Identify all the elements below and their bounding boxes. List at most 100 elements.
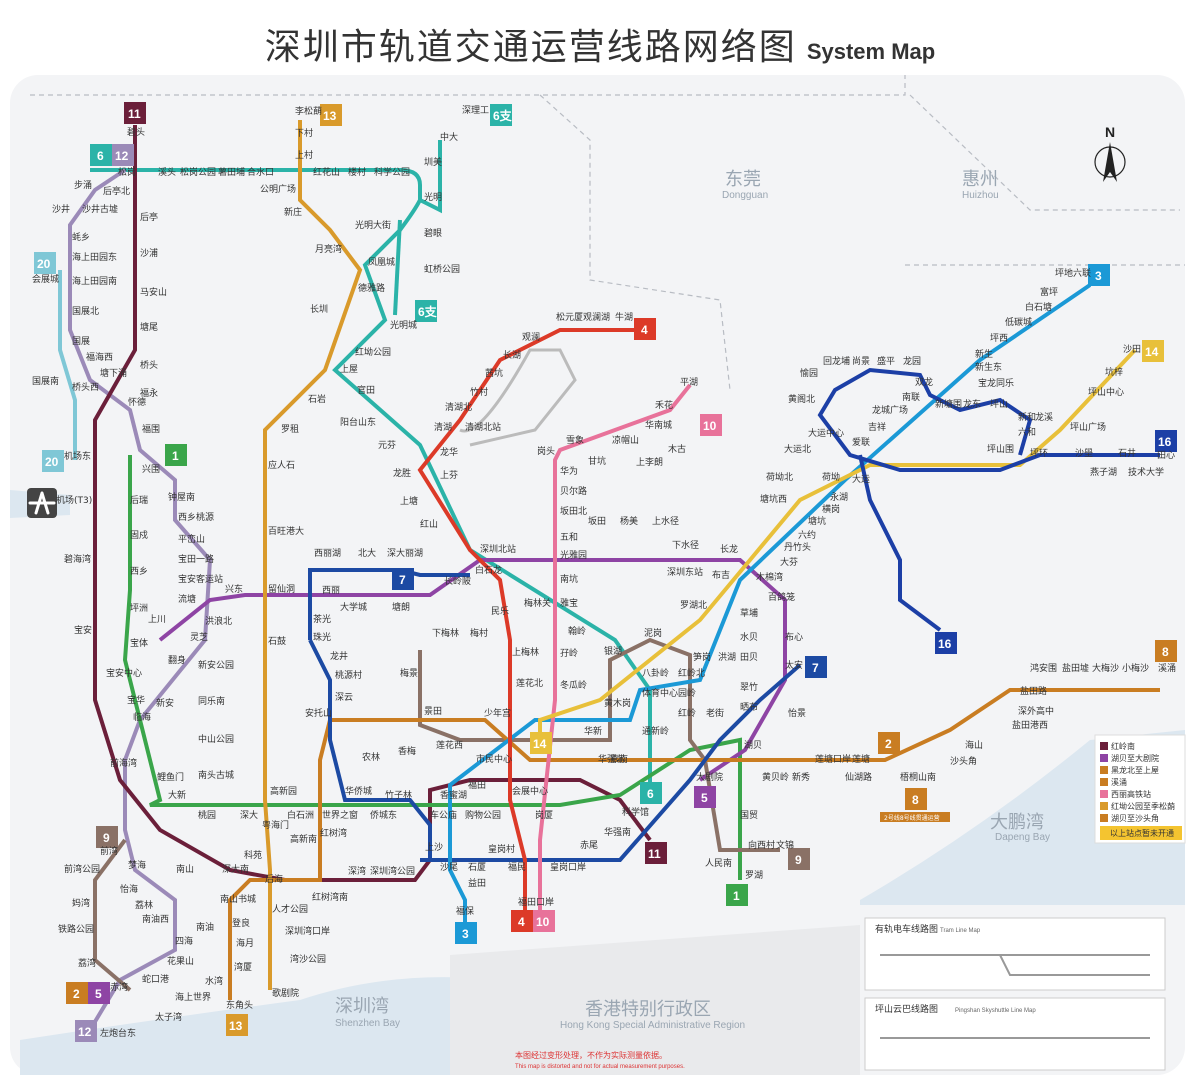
badge-line-8[interactable]: 8 <box>1155 640 1177 662</box>
badge-line-20[interactable]: 20 <box>34 252 56 274</box>
station-label: 坪环 <box>1030 448 1048 459</box>
station-label: 上沙 <box>425 842 443 853</box>
badge-line-6[interactable]: 6 <box>90 144 112 166</box>
station-label: 固戍 <box>130 529 148 541</box>
station-label: 莲花北 <box>516 677 543 689</box>
badge-line-14[interactable]: 14 <box>1142 340 1164 362</box>
station-label: 机场东 <box>64 450 91 462</box>
station-label: 禾花 <box>655 399 673 411</box>
badge-line-6-south[interactable]: 6 <box>640 782 662 804</box>
city-border <box>30 75 1185 266</box>
station-label: 侨城东 <box>370 809 397 821</box>
station-label: 东角头 <box>226 999 253 1011</box>
badge-line-2[interactable]: 2 <box>878 732 900 754</box>
badge-line-10[interactable]: 10 <box>700 414 722 436</box>
station-label: 沙浦 <box>140 247 158 259</box>
station-label: 深圳湾口岸 <box>285 925 330 937</box>
station-label: 马安山 <box>140 286 167 298</box>
badge-line-11-south[interactable]: 11 <box>645 842 667 864</box>
badge-line-5[interactable]: 5 <box>694 786 716 808</box>
badge-line-6b-south[interactable]: 6支 <box>415 300 438 322</box>
station-label: 仙湖路 <box>845 771 872 783</box>
station-label: 洪湖 <box>718 651 736 663</box>
badge-line-3-south[interactable]: 3 <box>455 922 477 944</box>
badge-line-1[interactable]: 1 <box>165 444 187 466</box>
region-huizhou-en: Huizhou <box>962 190 999 201</box>
station-label: 科学馆 <box>622 806 649 818</box>
station-label: 塘坑 <box>808 515 826 527</box>
badge-line-9-west[interactable]: 9 <box>96 826 118 848</box>
station-label: 龙胜 <box>393 467 411 479</box>
station-label: 龙城广场 <box>872 404 908 416</box>
badge-line-13[interactable]: 13 <box>320 104 342 126</box>
badge-line-9[interactable]: 9 <box>788 848 810 870</box>
station-label: 白石洲 <box>287 809 314 821</box>
line-16-track <box>817 367 1160 632</box>
station-label: 深湾 <box>348 865 366 877</box>
badge-line-12[interactable]: 12 <box>112 144 134 166</box>
station-label: 红坳公园 <box>355 346 391 358</box>
badge-line-5-west[interactable]: 5 <box>88 982 110 1004</box>
station-label: 会展城 <box>32 273 59 285</box>
station-label: 溪头 <box>158 166 176 178</box>
station-label: 新安公园 <box>198 659 234 671</box>
badge-line-12-south[interactable]: 12 <box>75 1020 97 1042</box>
badge-line-4-south[interactable]: 4 <box>511 910 533 932</box>
station-label: 华强北 <box>598 753 625 765</box>
badge-line-4[interactable]: 4 <box>634 318 656 340</box>
station-label: 石井 <box>1118 447 1136 459</box>
station-label: 福保 <box>456 905 474 917</box>
station-label: 碧头 <box>127 126 145 138</box>
station-label: 八卦岭 <box>642 667 669 679</box>
badge-line-3[interactable]: 3 <box>1088 264 1110 286</box>
station-label: 上水径 <box>652 515 679 527</box>
badge-line-7-east[interactable]: 7 <box>805 656 827 678</box>
station-label: 宝龙同乐 <box>978 377 1014 389</box>
station-label: 坂田 <box>588 516 606 527</box>
line-12-track <box>68 168 213 1032</box>
station-label: 福海西 <box>86 351 113 363</box>
badge-line-11[interactable]: 11 <box>124 102 146 124</box>
line-2-8-track <box>228 688 1160 1000</box>
station-label: 深云 <box>335 692 353 703</box>
badge-line-7[interactable]: 7 <box>392 568 414 590</box>
station-label: 景田 <box>424 706 442 717</box>
station-label: 华新 <box>584 725 602 737</box>
line-6-spur <box>393 219 402 316</box>
station-label: 观澜 <box>522 332 540 343</box>
badge-line-14b[interactable]: 14 <box>530 732 552 754</box>
station-label: 老街 <box>706 707 724 719</box>
badge-line-8b[interactable]: 8 <box>905 788 927 810</box>
station-label: 田心 <box>1157 450 1175 461</box>
station-label: 公明广场 <box>260 183 296 195</box>
station-label: 华侨城 <box>345 785 372 797</box>
badge-line-6b[interactable]: 6支 <box>490 104 513 126</box>
badge-line-16[interactable]: 16 <box>1155 430 1177 452</box>
badge-line-2-west[interactable]: 2 <box>66 982 88 1004</box>
badge-line-16-south[interactable]: 16 <box>935 632 957 654</box>
station-label: 尚景 <box>852 355 870 367</box>
station-label: 坪西 <box>990 333 1008 344</box>
station-label: 南头古城 <box>198 769 234 781</box>
station-label: 华为 <box>560 465 578 477</box>
station-label: 上村 <box>295 149 313 161</box>
station-label: 香梅 <box>398 745 416 757</box>
station-label: 莲塘 <box>852 753 870 765</box>
svg-text:16: 16 <box>1158 435 1172 449</box>
station-label: 红树湾 <box>320 827 347 839</box>
station-label: 新安 <box>156 697 174 709</box>
svg-text:This map is distorted and not: This map is distorted and not for actual… <box>515 1064 685 1070</box>
station-label: 木棉湾 <box>756 571 783 583</box>
station-label: 湾沙公园 <box>290 953 326 965</box>
station-label: 塘下涌 <box>100 367 127 379</box>
badge-line-10-south[interactable]: 10 <box>533 910 555 932</box>
station-label: 布心 <box>785 631 803 643</box>
station-label: 深圳湾公园 <box>370 865 415 877</box>
svg-text:坪山云巴线路图: 坪山云巴线路图 <box>875 1003 938 1015</box>
svg-text:黑龙北至上屋: 黑龙北至上屋 <box>1111 765 1159 775</box>
badge-line-20-south[interactable]: 20 <box>42 450 64 472</box>
airport-icon <box>27 488 57 518</box>
station-label: 前海湾 <box>110 757 137 769</box>
badge-line-13-south[interactable]: 13 <box>226 1014 248 1036</box>
badge-line-1-east[interactable]: 1 <box>726 884 748 906</box>
